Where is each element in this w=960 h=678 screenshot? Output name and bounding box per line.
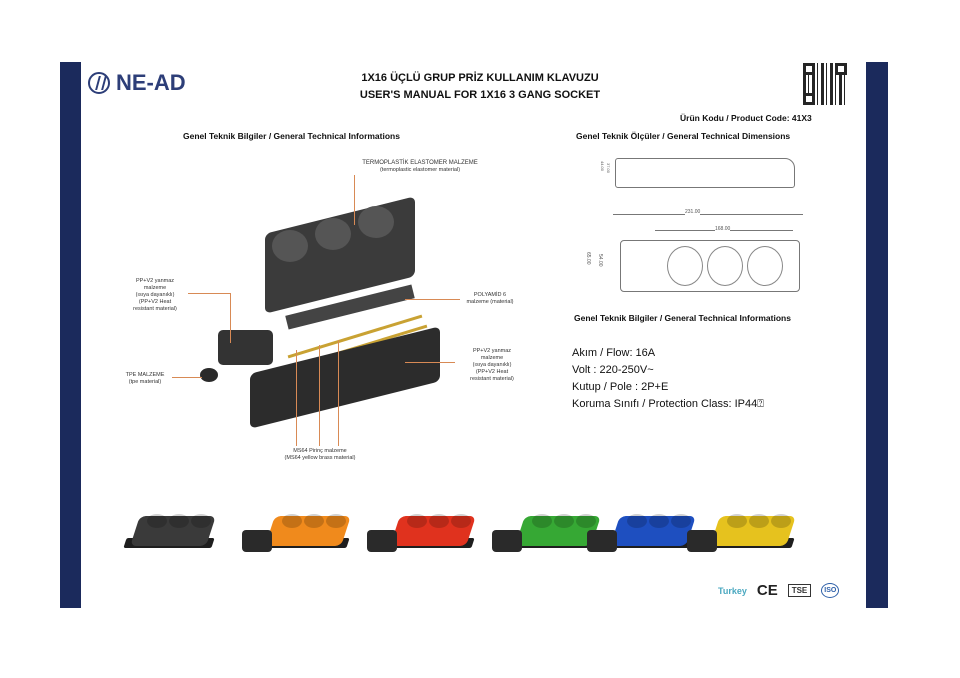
label-pp-right: (ısıya dayanıklı) bbox=[472, 362, 512, 368]
brand-logo: NE-AD bbox=[88, 70, 186, 96]
turkey-logo: Turkey bbox=[718, 585, 747, 596]
label-tpe-top: TERMOPLASTİK ELASTOMER MALZEME bbox=[362, 160, 478, 166]
label-pp-right: malzeme bbox=[480, 355, 504, 361]
dim-socket-span: 168.00 bbox=[715, 226, 731, 232]
label-tpe-en: (tpe material) bbox=[128, 379, 162, 385]
label-pp-left: malzeme bbox=[143, 285, 167, 291]
label-pp-left: (PP+V2 Heat bbox=[138, 299, 172, 305]
qr-code bbox=[803, 63, 847, 105]
label-pp-right: PP+V2 yanmaz bbox=[472, 348, 512, 354]
socket-variant bbox=[105, 510, 216, 560]
label-pp-left: resistant material) bbox=[133, 306, 177, 312]
page-title: 1X16 ÜÇLÜ GRUP PRİZ KULLANIM KLAVUZU USE… bbox=[300, 70, 660, 104]
label-brass: MS64 Pirinç malzeme bbox=[293, 448, 347, 454]
dim-side-height: 44.00 bbox=[600, 161, 605, 172]
info-heading: Genel Teknik Bilgiler / General Technica… bbox=[574, 313, 791, 323]
exploded-view-diagram: TERMOPLASTİK ELASTOMER MALZEME (termopla… bbox=[100, 150, 540, 470]
label-brass-en: (MS64 yellow brass material) bbox=[284, 455, 356, 461]
label-tpe: TPE MALZEME bbox=[125, 372, 165, 378]
spec-protection: Koruma Sınıfı / Protection Class: IP44⍰ bbox=[572, 398, 764, 410]
tse-mark: TSE bbox=[787, 584, 812, 597]
label-pp-left: (ısıya dayanıklı) bbox=[135, 292, 175, 298]
label-pp-right: resistant material) bbox=[470, 376, 514, 382]
label-polyamid-en: malzeme (material) bbox=[466, 299, 514, 305]
logo-icon bbox=[88, 72, 110, 94]
cable-gland bbox=[200, 368, 218, 382]
title-en: USER'S MANUAL FOR 1X16 3 GANG SOCKET bbox=[359, 89, 601, 101]
dim-side-inner: 37.00 bbox=[606, 163, 611, 174]
left-border-bar bbox=[60, 62, 81, 608]
dim-width-inner: 54.00 bbox=[597, 254, 603, 267]
socket-variant bbox=[585, 510, 696, 560]
title-tr: 1X16 ÜÇLÜ GRUP PRİZ KULLANIM KLAVUZU bbox=[361, 72, 599, 84]
ce-mark: CE bbox=[756, 582, 778, 599]
socket-variant bbox=[240, 510, 351, 560]
spec-flow: Akım / Flow: 16A bbox=[572, 347, 656, 359]
certifications: Turkey CE TSE ISO bbox=[718, 582, 840, 599]
socket-variant bbox=[490, 510, 601, 560]
left-heading: Genel Teknik Bilgiler / General Technica… bbox=[183, 131, 400, 141]
dim-total-length: 231.00 bbox=[685, 209, 701, 215]
brand-name: NE-AD bbox=[116, 70, 186, 95]
top-view-drawing: 231.00 168.00 65.00 54.00 bbox=[585, 209, 810, 297]
iso-mark: ISO bbox=[821, 583, 840, 598]
socket-variant bbox=[685, 510, 796, 560]
bottom-base bbox=[250, 326, 440, 429]
label-pp-right: (PP+V2 Heat bbox=[475, 369, 509, 375]
spec-volt: Volt : 220-250V~ bbox=[572, 364, 654, 376]
label-tpe-top-en: (termoplastic elastomer material) bbox=[379, 167, 461, 173]
right-border-bar bbox=[866, 62, 888, 608]
dimensions-heading: Genel Teknik Ölçüler / General Technical… bbox=[576, 131, 791, 141]
socket-variant bbox=[365, 510, 476, 560]
label-pp-left: PP+V2 yanmaz bbox=[135, 278, 175, 284]
dim-width-outer: 65.00 bbox=[585, 252, 591, 265]
spec-pole: Kutup / Pole : 2P+E bbox=[572, 381, 669, 393]
spec-list: Akım / Flow: 16A Volt : 220-250V~ Kutup … bbox=[572, 345, 764, 413]
label-polyamid: POLYAMİD 6 bbox=[473, 292, 507, 298]
product-code: Ürün Kodu / Product Code: 41X3 bbox=[680, 113, 812, 123]
side-view-drawing: 44.00 37.00 bbox=[600, 153, 800, 193]
plug-cover bbox=[218, 330, 273, 365]
